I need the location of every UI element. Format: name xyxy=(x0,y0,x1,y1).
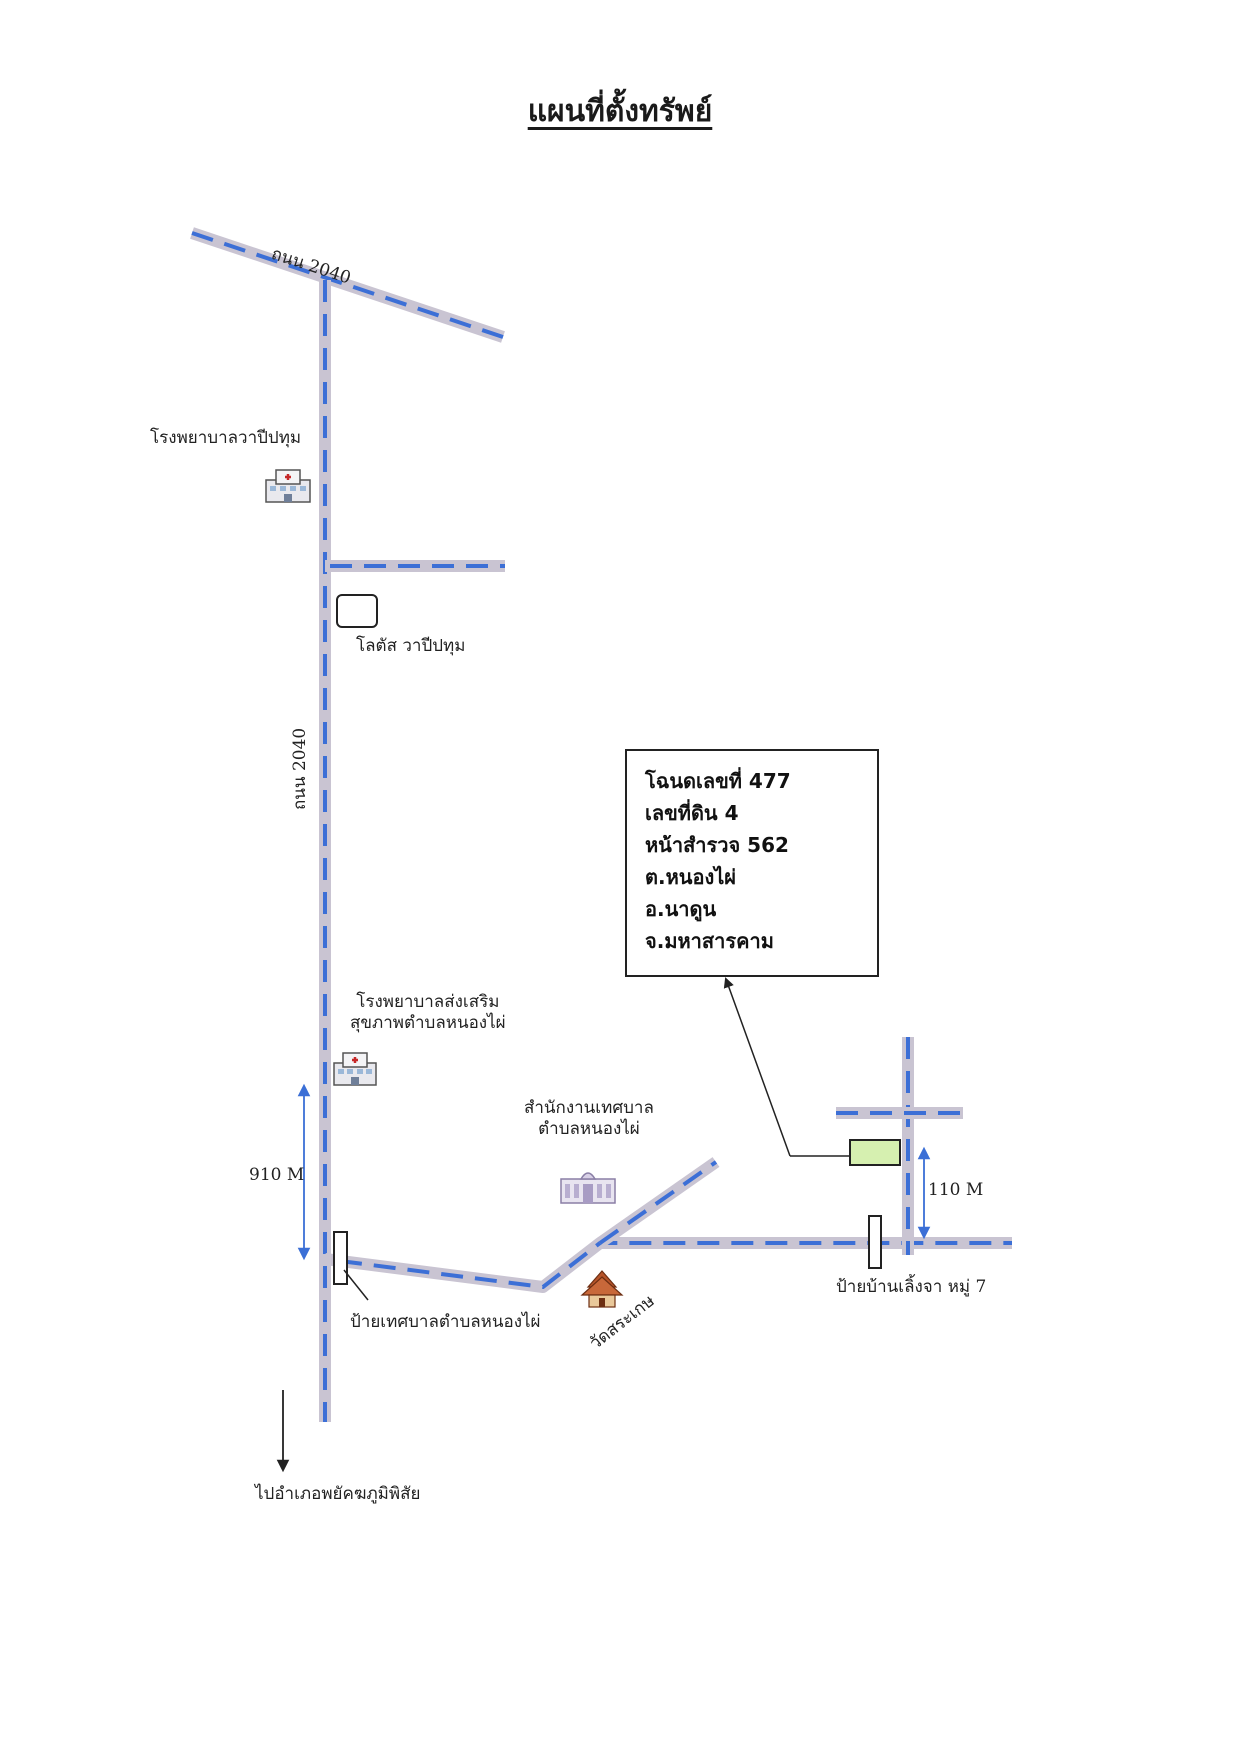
page-title: แผนที่ตั้งทรัพย์ xyxy=(527,94,713,129)
label-municipal-office: สำนักงานเทศบาล ตำบลหนองไผ่ xyxy=(524,1098,654,1141)
road-diagonal-ne xyxy=(596,1157,720,1248)
province: จ.มหาสารคาม xyxy=(645,929,774,953)
lotus-store-marker xyxy=(336,594,378,628)
road-network xyxy=(190,227,1012,1422)
property-plot xyxy=(849,1139,901,1166)
temple-icon xyxy=(580,1270,624,1308)
survey-page: หน้าสำรวจ 562 xyxy=(645,833,789,857)
district: อ.นาดูน xyxy=(645,897,717,921)
label-to-district: ไปอำเภอพยัคฆภูมิพิสัย xyxy=(255,1484,421,1504)
label-distance-910: 910 M xyxy=(249,1165,305,1185)
label-hospital-wapi: โรงพยาบาลวาปีปทุม xyxy=(150,428,302,448)
road-top-2040 xyxy=(190,227,505,343)
label-health-promotion-line2: สุขภาพตำบลหนองไผ่ xyxy=(350,1013,506,1034)
label-health-promotion-line1: โรงพยาบาลส่งเสริม xyxy=(356,992,500,1012)
label-distance-110: 110 M xyxy=(928,1180,984,1200)
deed-info-box: โฉนดเลขที่ 477 เลขที่ดิน 4 หน้าสำรวจ 562… xyxy=(625,749,879,977)
deed-number: โฉนดเลขที่ 477 xyxy=(645,769,791,793)
label-lotus: โลตัส วาปีปทุม xyxy=(356,636,466,656)
subdistrict: ต.หนองไผ่ xyxy=(645,865,736,889)
land-number: เลขที่ดิน 4 xyxy=(645,801,739,825)
label-village-sign: ป้ายบ้านเลิ้งจา หมู่ 7 xyxy=(836,1277,987,1297)
municipal-sign-post xyxy=(333,1231,348,1285)
label-municipal-office-line1: สำนักงานเทศบาล xyxy=(524,1098,654,1118)
road-label-main: ถนน 2040 xyxy=(290,727,310,810)
hospital-icon xyxy=(265,469,311,503)
road-to-temple xyxy=(324,1237,1012,1293)
government-building-icon xyxy=(560,1172,616,1204)
label-municipal-sign: ป้ายเทศบาลตำบลหนองไผ่ xyxy=(350,1312,541,1332)
municipal-sign-leader xyxy=(343,1269,369,1301)
hospital-icon xyxy=(333,1052,377,1086)
village-sign-post xyxy=(868,1215,882,1269)
deed-pointer xyxy=(723,977,791,1157)
label-municipal-office-line2: ตำบลหนองไผ่ xyxy=(538,1119,640,1140)
label-health-promotion: โรงพยาบาลส่งเสริม สุขภาพตำบลหนองไผ่ xyxy=(350,992,506,1035)
